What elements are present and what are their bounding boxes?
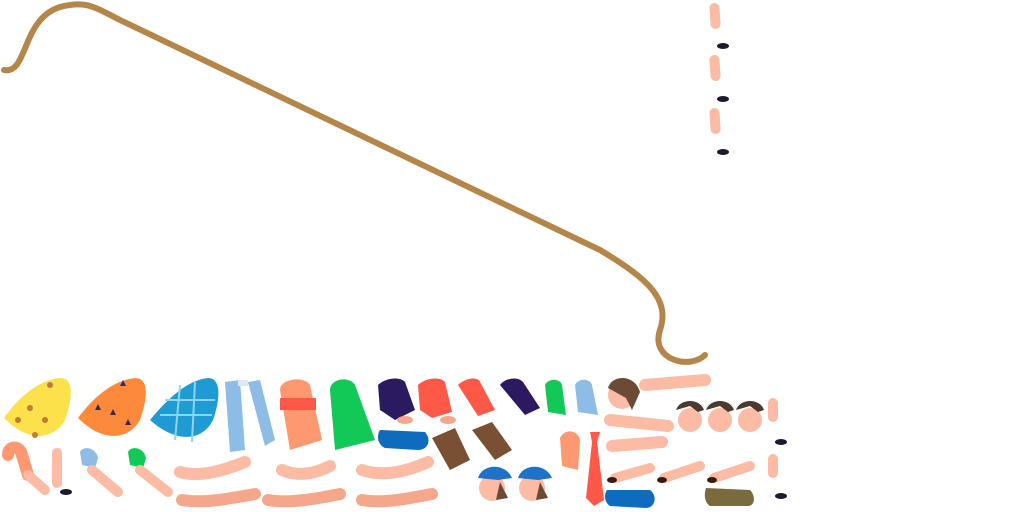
olive-shorts (704, 488, 754, 506)
salmon-striped-shirt (280, 379, 322, 450)
leg-column-bottom (768, 398, 787, 499)
purple-sleeve (378, 378, 540, 424)
salmon-sleeve (560, 431, 580, 470)
boy-head-cap (478, 466, 552, 501)
blue-shorts (605, 490, 655, 508)
man-head (676, 401, 764, 432)
light-blue-sleeve (575, 379, 598, 415)
light-blue-coat (225, 380, 275, 452)
arm (604, 374, 711, 432)
orange-triangle-dress (78, 378, 146, 436)
arm (174, 456, 438, 508)
red-necktie (586, 432, 604, 506)
fishing-rod-line (1, 1, 708, 365)
red-sleeve (418, 378, 495, 424)
blue-plaid-dress (150, 378, 219, 443)
blue-shorts (377, 430, 429, 450)
child-head (608, 377, 640, 410)
arm (606, 436, 755, 483)
leg-column-top (709, 3, 729, 155)
arm (2, 441, 173, 497)
brown-sleeve (432, 422, 512, 470)
green-shirt (330, 379, 375, 450)
yellow-dotted-dress (4, 378, 71, 438)
green-sleeve (545, 379, 566, 415)
